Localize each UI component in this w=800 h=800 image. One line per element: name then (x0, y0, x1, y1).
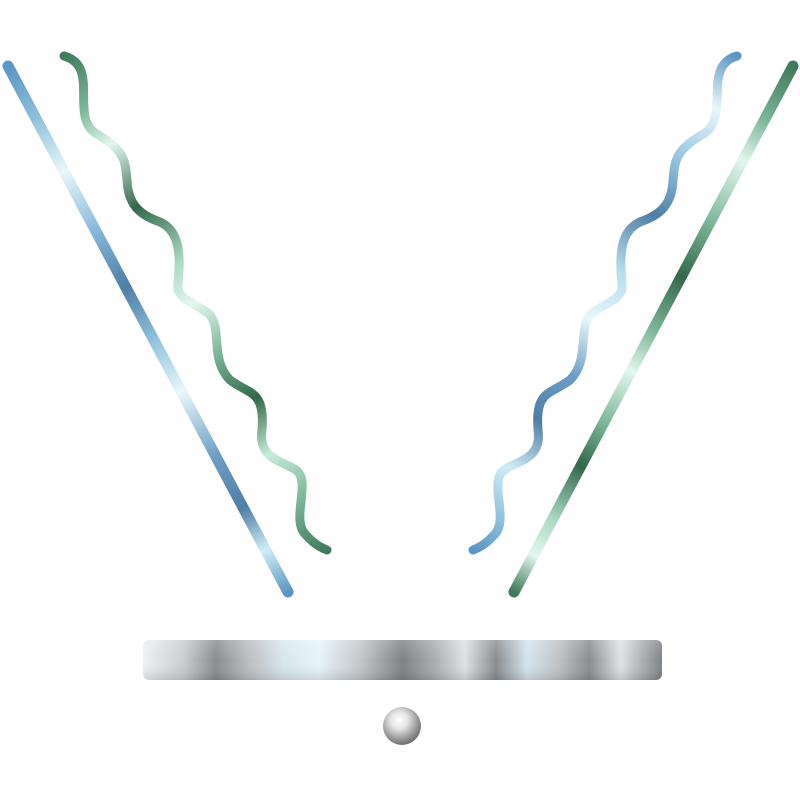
left-wavy-beam (59, 51, 332, 555)
metal-plate (143, 640, 662, 680)
right-straight-beam (508, 60, 799, 598)
right-wavy-beam (468, 51, 742, 555)
sphere (383, 707, 421, 745)
left-straight-beam (2, 60, 294, 598)
